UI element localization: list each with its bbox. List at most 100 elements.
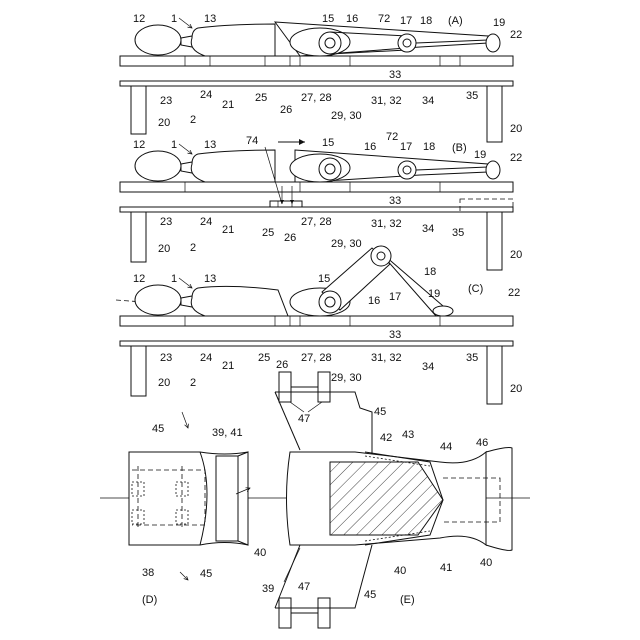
panel-label-b: (B): [452, 142, 467, 154]
svg-text:16: 16: [368, 295, 380, 307]
table-leg-right: [487, 86, 502, 142]
svg-text:20: 20: [158, 117, 170, 129]
svg-text:45: 45: [152, 423, 164, 435]
svg-text:33: 33: [389, 195, 401, 207]
svg-text:26: 26: [284, 232, 296, 244]
svg-text:24: 24: [200, 352, 212, 364]
svg-text:33: 33: [389, 329, 401, 341]
svg-text:35: 35: [466, 352, 478, 364]
svg-text:25: 25: [255, 92, 267, 104]
svg-text:41: 41: [440, 562, 452, 574]
svg-text:44: 44: [440, 441, 452, 453]
panel-d: 45 39, 41 45 40 38 (D): [100, 412, 266, 606]
svg-text:40: 40: [480, 557, 492, 569]
svg-text:22: 22: [508, 287, 520, 299]
svg-text:13: 13: [204, 273, 216, 285]
svg-text:20: 20: [510, 249, 522, 261]
svg-text:27, 28: 27, 28: [301, 92, 332, 104]
svg-text:45: 45: [374, 406, 386, 418]
svg-text:19: 19: [428, 288, 440, 300]
svg-text:47: 47: [298, 581, 310, 593]
svg-text:2: 2: [190, 377, 196, 389]
panel-a: 12 1 13 15 16 72 17 18 (A) 19 22 23 24 2…: [120, 13, 522, 142]
svg-text:47: 47: [298, 413, 310, 425]
svg-text:17: 17: [400, 141, 412, 153]
svg-text:2: 2: [190, 114, 196, 126]
svg-text:15: 15: [318, 273, 330, 285]
svg-text:29, 30: 29, 30: [331, 372, 362, 384]
svg-text:22: 22: [510, 152, 522, 164]
svg-text:1: 1: [171, 13, 177, 25]
svg-text:34: 34: [422, 95, 434, 107]
svg-text:45: 45: [364, 589, 376, 601]
svg-text:12: 12: [133, 273, 145, 285]
svg-text:12: 12: [133, 139, 145, 151]
svg-text:42: 42: [380, 432, 392, 444]
svg-text:72: 72: [378, 13, 390, 25]
panel-b: 12 1 13 74 15 16 72 17 18 (B) 19 22 23 2…: [120, 131, 522, 270]
svg-text:74: 74: [246, 135, 258, 147]
svg-text:40: 40: [394, 565, 406, 577]
svg-text:45: 45: [200, 568, 212, 580]
svg-text:15: 15: [322, 13, 334, 25]
svg-text:18: 18: [424, 266, 436, 278]
svg-text:27, 28: 27, 28: [301, 352, 332, 364]
svg-text:31, 32: 31, 32: [371, 352, 402, 364]
svg-text:35: 35: [466, 90, 478, 102]
svg-text:19: 19: [474, 149, 486, 161]
svg-text:31, 32: 31, 32: [371, 218, 402, 230]
svg-text:43: 43: [402, 429, 414, 441]
svg-text:15: 15: [322, 137, 334, 149]
svg-text:18: 18: [423, 141, 435, 153]
svg-text:23: 23: [160, 216, 172, 228]
svg-text:16: 16: [364, 141, 376, 153]
svg-text:20: 20: [158, 377, 170, 389]
svg-text:13: 13: [204, 139, 216, 151]
table-leg-left: [131, 86, 146, 134]
panel-e: 47 45 42 43 44 46 40 41 40 39 47 45 (E): [262, 372, 530, 628]
svg-text:40: 40: [254, 547, 266, 559]
svg-text:1: 1: [171, 139, 177, 151]
svg-text:24: 24: [200, 89, 212, 101]
svg-text:21: 21: [222, 99, 234, 111]
label-12a: 12: [133, 13, 145, 25]
svg-text:26: 26: [280, 104, 292, 116]
svg-text:17: 17: [389, 291, 401, 303]
svg-text:29, 30: 29, 30: [331, 110, 362, 122]
svg-text:33: 33: [389, 69, 401, 81]
panel-label-e: (E): [400, 594, 415, 606]
upper-rail: [120, 56, 513, 66]
svg-text:35: 35: [452, 227, 464, 239]
svg-text:23: 23: [160, 352, 172, 364]
svg-text:17: 17: [400, 15, 412, 27]
svg-text:2: 2: [190, 242, 196, 254]
svg-text:25: 25: [258, 352, 270, 364]
svg-text:27, 28: 27, 28: [301, 216, 332, 228]
svg-text:20: 20: [510, 123, 522, 135]
lower-rail: [120, 81, 513, 86]
svg-text:22: 22: [510, 29, 522, 41]
panel-label-d: (D): [142, 594, 157, 606]
panel-label-a: (A): [448, 15, 463, 27]
svg-text:16: 16: [346, 13, 358, 25]
svg-text:19: 19: [493, 17, 505, 29]
svg-text:31, 32: 31, 32: [371, 95, 402, 107]
svg-text:38: 38: [142, 567, 154, 579]
svg-text:34: 34: [422, 361, 434, 373]
svg-text:21: 21: [222, 224, 234, 236]
svg-text:18: 18: [420, 15, 432, 27]
svg-text:46: 46: [476, 437, 488, 449]
patient-head: [135, 25, 181, 55]
patient-foot: [486, 34, 500, 52]
svg-text:13: 13: [204, 13, 216, 25]
svg-text:29, 30: 29, 30: [331, 238, 362, 250]
patient-torso: [191, 24, 275, 56]
slide-block: [270, 201, 302, 207]
svg-text:21: 21: [222, 360, 234, 372]
svg-text:23: 23: [160, 95, 172, 107]
panel-label-c: (C): [468, 283, 483, 295]
svg-text:20: 20: [510, 383, 522, 395]
svg-text:20: 20: [158, 243, 170, 255]
svg-text:25: 25: [262, 227, 274, 239]
